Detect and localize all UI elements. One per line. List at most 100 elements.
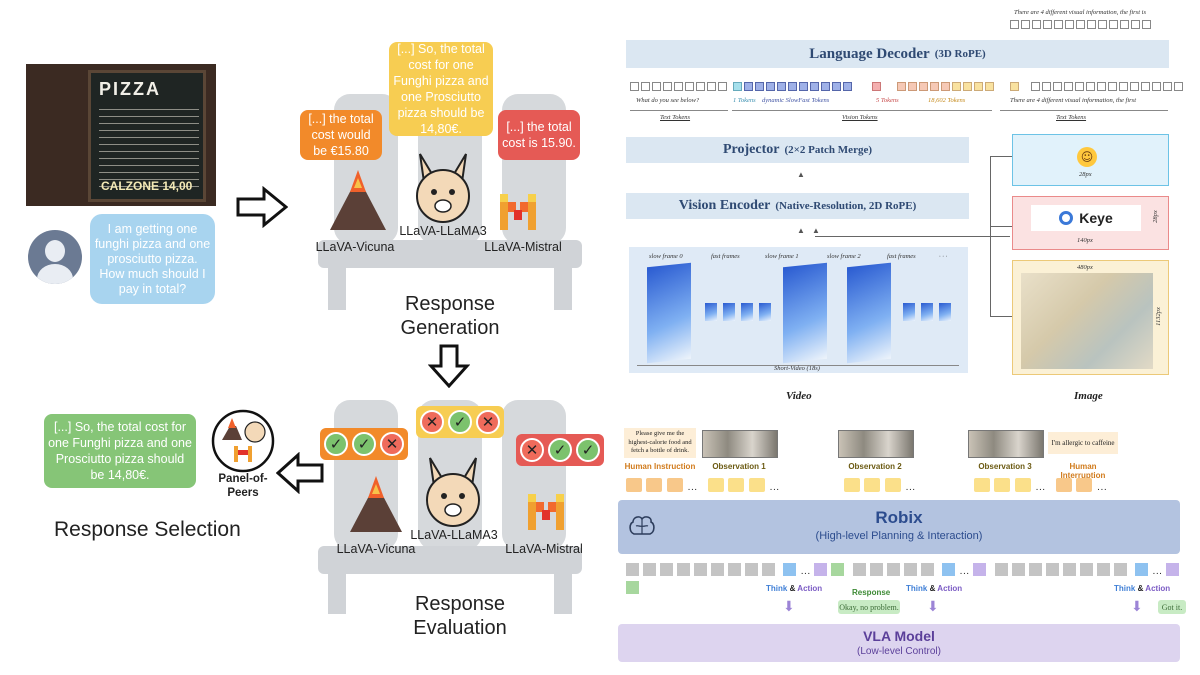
dim-480px: 480px (1077, 264, 1093, 271)
check-icon: ✓ (352, 432, 376, 456)
mistral-label: LLaVA-Mistral (484, 240, 562, 254)
llama-icon (416, 153, 470, 223)
group-text-tokens-1: Text Tokens (660, 114, 691, 121)
stage-evaluation: Response Evaluation (413, 593, 507, 639)
left-arrow-icon (276, 452, 324, 494)
response-got-it: Got it. (1158, 600, 1186, 614)
dim-140px: 140px (1077, 237, 1093, 244)
caption-slowfast: dynamic SlowFast Tokens (762, 97, 830, 104)
response-label: Response (852, 588, 891, 597)
menu-board-special: CALZONE 14,00 (101, 179, 193, 193)
vla-subtitle: (Low-level Control) (857, 646, 941, 657)
pizza-photo: PIZZA CALZONE 14,00 (26, 64, 216, 206)
llama-label: LLaVA-LLaMA3 (410, 528, 498, 542)
check-icon: ✓ (548, 438, 572, 462)
arrow-up-icon: ▲ (797, 170, 805, 179)
check-icon: ✓ (448, 410, 472, 434)
cross-icon: ✕ (476, 410, 500, 434)
video-caption: Short-Video (18s) (774, 365, 820, 372)
video-label: Video (786, 390, 812, 402)
frame-label-ellipsis: · · · (939, 253, 948, 260)
caption-5-tokens: 5 Tokens (876, 97, 899, 104)
cross-icon: ✕ (520, 438, 544, 462)
observation-2-image (838, 430, 914, 458)
label-observation-2: Observation 2 (848, 462, 902, 471)
dim-28px-v: 28px (1151, 210, 1159, 223)
brain-icon (629, 516, 655, 535)
mistral-response-bubble: [...] the total cost is 15.90. (498, 110, 580, 160)
down-arrow-icon (428, 344, 470, 388)
volcano-icon (350, 476, 402, 532)
llama-votes: ✕ ✓ ✕ (416, 406, 504, 438)
observation-3-image (968, 430, 1044, 458)
arrow-up-icon: ▲ (797, 226, 805, 235)
mistral-response-text: [...] the total cost is 15.90. (502, 120, 576, 150)
down-arrow-icon: ⬇ (783, 598, 795, 614)
map-image (1021, 273, 1153, 369)
slow-frame-1 (783, 262, 827, 364)
mistral-label: LLaVA-Mistral (505, 542, 583, 556)
llama-response-bubble: [...] So, the total cost for one Funghi … (389, 42, 493, 136)
down-arrow-icon: ⬇ (1131, 598, 1143, 614)
selected-response-text: [...] So, the total cost for one Funghi … (48, 420, 192, 482)
group-text-tokens-2: Text Tokens (1056, 114, 1087, 121)
slow-frame-0 (647, 262, 691, 364)
menu-board-title: PIZZA (99, 79, 161, 99)
menu-lines (99, 103, 199, 193)
think-action-3: Think & Action (1114, 584, 1171, 593)
top-caption: There are 4 different visual information… (1014, 9, 1146, 16)
menu-board: PIZZA CALZONE 14,00 (88, 70, 206, 202)
human-interruption-text: I'm allergic to caffeine (1048, 432, 1118, 454)
dim-28px: 28px (1079, 171, 1092, 178)
frame-label-fast1: fast frames (711, 253, 740, 260)
vicuna-response-bubble: [...] the total cost would be €15.80 (300, 110, 382, 160)
frame-label-slow2: slow frame 2 (827, 253, 861, 260)
user-avatar (28, 230, 82, 284)
smiley-icon: ☺ (1077, 147, 1097, 167)
projector-bar: Projector(2×2 Patch Merge) (626, 137, 969, 163)
panel-of-peers-label: Panel-of- Peers (218, 473, 268, 499)
input-tokens-interruption: ··· (1056, 478, 1107, 497)
label-human-instruction: Human Instruction (624, 462, 696, 471)
vicuna-label: LLaVA-Vicuna (315, 240, 395, 254)
right-arrow-icon (236, 186, 288, 228)
input-tokens-obs3: ··· (974, 478, 1045, 497)
image-box-emoji: ☺ 28px (1012, 134, 1169, 186)
arrow-up-icon: ▲ (812, 226, 820, 235)
group-vision-tokens: Vision Tokens (842, 114, 878, 121)
image-box-logo: Keye 140px 28px (1012, 196, 1169, 250)
vicuna-votes: ✓ ✓ ✕ (320, 428, 408, 460)
image-label: Image (1074, 390, 1103, 402)
input-tokens-instruction: ··· (626, 478, 697, 497)
think-action-2: Think & Action (906, 584, 963, 593)
check-icon: ✓ (576, 438, 600, 462)
token-row (630, 82, 1185, 91)
llama-label: LLaVA-LLaMA3 (399, 224, 487, 238)
caption-1-tokens: 1 Tokens (733, 97, 756, 104)
robix-title: Robix (875, 508, 923, 527)
selected-response-bubble: [...] So, the total cost for one Funghi … (44, 414, 196, 488)
vicuna-label: LLaVA-Vicuna (336, 542, 416, 556)
keye-logo-text: Keye (1079, 210, 1113, 226)
keye-logo: Keye (1031, 205, 1141, 231)
mistral-logo-icon (528, 494, 564, 530)
cross-icon: ✕ (380, 432, 404, 456)
frame-label-slow1: slow frame 1 (765, 253, 799, 260)
robix-bar: Robix (High-level Planning & Interaction… (618, 500, 1180, 554)
slow-frame-2 (847, 262, 891, 364)
image-box-map: 480px 1132px (1012, 260, 1169, 375)
caption-18602-tokens: 18,602 Tokens (928, 97, 966, 104)
check-icon: ✓ (324, 432, 348, 456)
keye-logo-icon (1059, 211, 1074, 225)
caption-there-are: There are 4 different visual information… (1010, 97, 1137, 104)
vision-encoder-bar: Vision Encoder(Native-Resolution, 2D RoP… (626, 193, 969, 219)
response-okay: Okay, no problem. (838, 600, 900, 614)
frame-label-fast2: fast frames (887, 253, 916, 260)
video-frames-panel: slow frame 0 fast frames slow frame 1 sl… (629, 247, 968, 373)
robix-subtitle: (High-level Planning & Interaction) (815, 530, 983, 542)
frame-label-slow0: slow frame 0 (649, 253, 683, 260)
panel-of-peers-icon (211, 409, 275, 473)
user-question-bubble: I am getting one funghi pizza and one pr… (90, 214, 215, 304)
down-arrow-icon: ⬇ (927, 598, 939, 614)
dim-1132px: 1132px (1154, 307, 1162, 326)
